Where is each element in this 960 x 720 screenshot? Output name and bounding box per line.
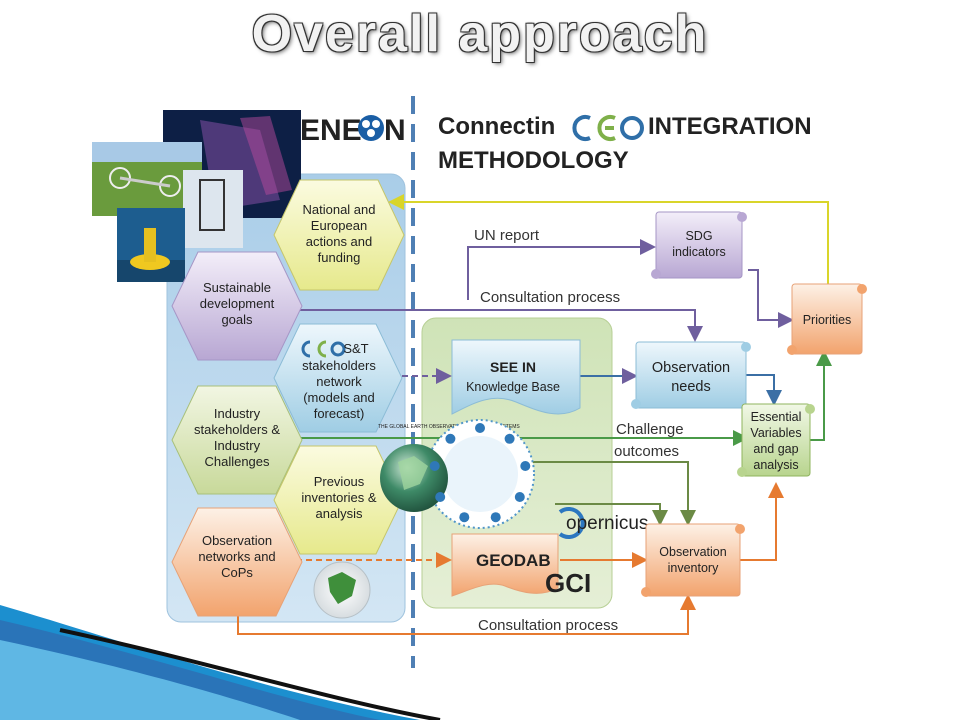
hex-industry-l1: Industry	[214, 406, 261, 421]
scroll-essential-variables: Essential Variables and gap analysis	[737, 403, 815, 477]
sba-icon	[490, 512, 501, 523]
hexagon-industry: Industry stakeholders & Industry Challen…	[171, 385, 303, 495]
sba-icon	[429, 461, 440, 471]
label-un-report: UN report	[474, 227, 540, 244]
ev-l2: Variables	[750, 426, 801, 440]
seein-subtitle: Knowledge Base	[466, 380, 560, 394]
label-consultation-top: Consultation process	[480, 289, 620, 306]
geodab-text: GEODAB	[476, 551, 551, 570]
label-challenge-l2: outcomes	[614, 443, 679, 460]
scroll-sdg-indicators: SDG indicators	[651, 211, 747, 279]
hex-snt-l1: S&T	[343, 341, 368, 356]
seein-title: SEE IN	[490, 359, 536, 375]
seein-knowledge-base: SEE IN Knowledge Base	[451, 339, 581, 415]
hexagon-snt: S&T stakeholders network (models and for…	[273, 323, 403, 433]
obs-inv-l1: Observation	[659, 545, 726, 559]
obs-needs-l1: Observation	[652, 360, 730, 376]
label-consultation-bottom: Consultation process	[478, 617, 618, 634]
hex-snt-l4: (models and	[303, 390, 375, 405]
scroll-observation-needs: Observation needs	[631, 341, 751, 409]
europe-map-globe	[313, 561, 371, 619]
hex-previous-l2: inventories &	[301, 490, 376, 505]
sba-icon	[435, 492, 446, 502]
enerin-logo: ENE N	[300, 114, 406, 147]
priorities-l1: Priorities	[803, 313, 852, 327]
sba-icon	[445, 433, 456, 444]
hex-industry-l3: Industry	[214, 438, 261, 453]
connectin-suffix: INTEGRATION	[648, 113, 812, 140]
connectin-geo-logo: Connectin INTEGRATION METHODOLOGY	[438, 113, 812, 174]
gci-text: GCI	[545, 568, 591, 598]
ev-l4: analysis	[753, 458, 798, 472]
hex-obsnet-l3: CoPs	[221, 565, 253, 580]
svg-text:ENE: ENE	[300, 114, 362, 147]
hex-sdg-l3: goals	[221, 312, 253, 327]
geoss-caption: THE GLOBAL EARTH OBSERVATION SYSTEM OF S…	[378, 424, 520, 430]
sdg-ind-l2: indicators	[672, 245, 726, 259]
hex-national-l2: European	[311, 218, 367, 233]
hex-previous-l3: analysis	[316, 506, 363, 521]
svg-text:N: N	[384, 114, 406, 147]
obs-needs-l2: needs	[671, 379, 711, 395]
hex-industry-l4: Challenges	[204, 454, 270, 469]
hex-obsnet-l2: networks and	[198, 549, 275, 564]
copernicus-logo: opernicus	[558, 507, 648, 539]
sba-icon	[520, 461, 531, 471]
hex-snt-l2: stakeholders	[302, 358, 376, 373]
hexagon-previous: Previous inventories & analysis	[273, 445, 403, 555]
geoss-sba-icons	[429, 423, 531, 523]
sba-icon	[504, 433, 515, 444]
geo-logo-small	[301, 340, 346, 358]
connectin-line2: METHODOLOGY	[438, 147, 629, 174]
hexagon-obsnet: Observation networks and CoPs	[171, 507, 303, 617]
page-title: Overall approach	[251, 5, 709, 63]
sba-icon	[514, 492, 525, 502]
hex-sdg-l2: development	[200, 296, 275, 311]
copernicus-text: opernicus	[566, 513, 648, 534]
hex-national-l4: funding	[318, 250, 361, 265]
hex-previous-l1: Previous	[314, 474, 365, 489]
connectin-prefix: Connectin	[438, 113, 555, 140]
hex-national-l3: actions and	[306, 234, 373, 249]
hex-snt-l5: forecast)	[314, 406, 365, 421]
sba-icon	[475, 423, 485, 433]
hexagon-national: National and European actions and fundin…	[273, 179, 405, 291]
hex-national-l1: National and	[303, 202, 376, 217]
scroll-observation-inventory: Observation inventory	[641, 523, 745, 597]
label-challenge-l1: Challenge	[616, 421, 684, 438]
gci-logo: GCI	[545, 568, 591, 598]
sensor-photo-collage	[92, 110, 301, 282]
ev-l3: and gap	[753, 442, 798, 456]
hex-snt-l3: network	[316, 374, 362, 389]
hex-sdg-l1: Sustainable	[203, 280, 271, 295]
decorative-swoosh	[0, 605, 441, 720]
hex-industry-l2: stakeholders &	[194, 422, 280, 437]
hex-obsnet-l1: Observation	[202, 533, 272, 548]
edges	[237, 194, 832, 635]
obs-inv-l2: inventory	[668, 561, 719, 575]
geoss-wheel: THE GLOBAL EARTH OBSERVATION SYSTEM OF S…	[378, 419, 535, 529]
scroll-priorities: Priorities	[787, 283, 867, 355]
sba-icon	[459, 512, 470, 523]
sdg-ind-l1: SDG	[685, 229, 712, 243]
ev-l1: Essential	[751, 410, 802, 424]
hexagon-sdg: Sustainable development goals	[171, 251, 303, 361]
geodab-box: GEODAB	[451, 533, 559, 597]
